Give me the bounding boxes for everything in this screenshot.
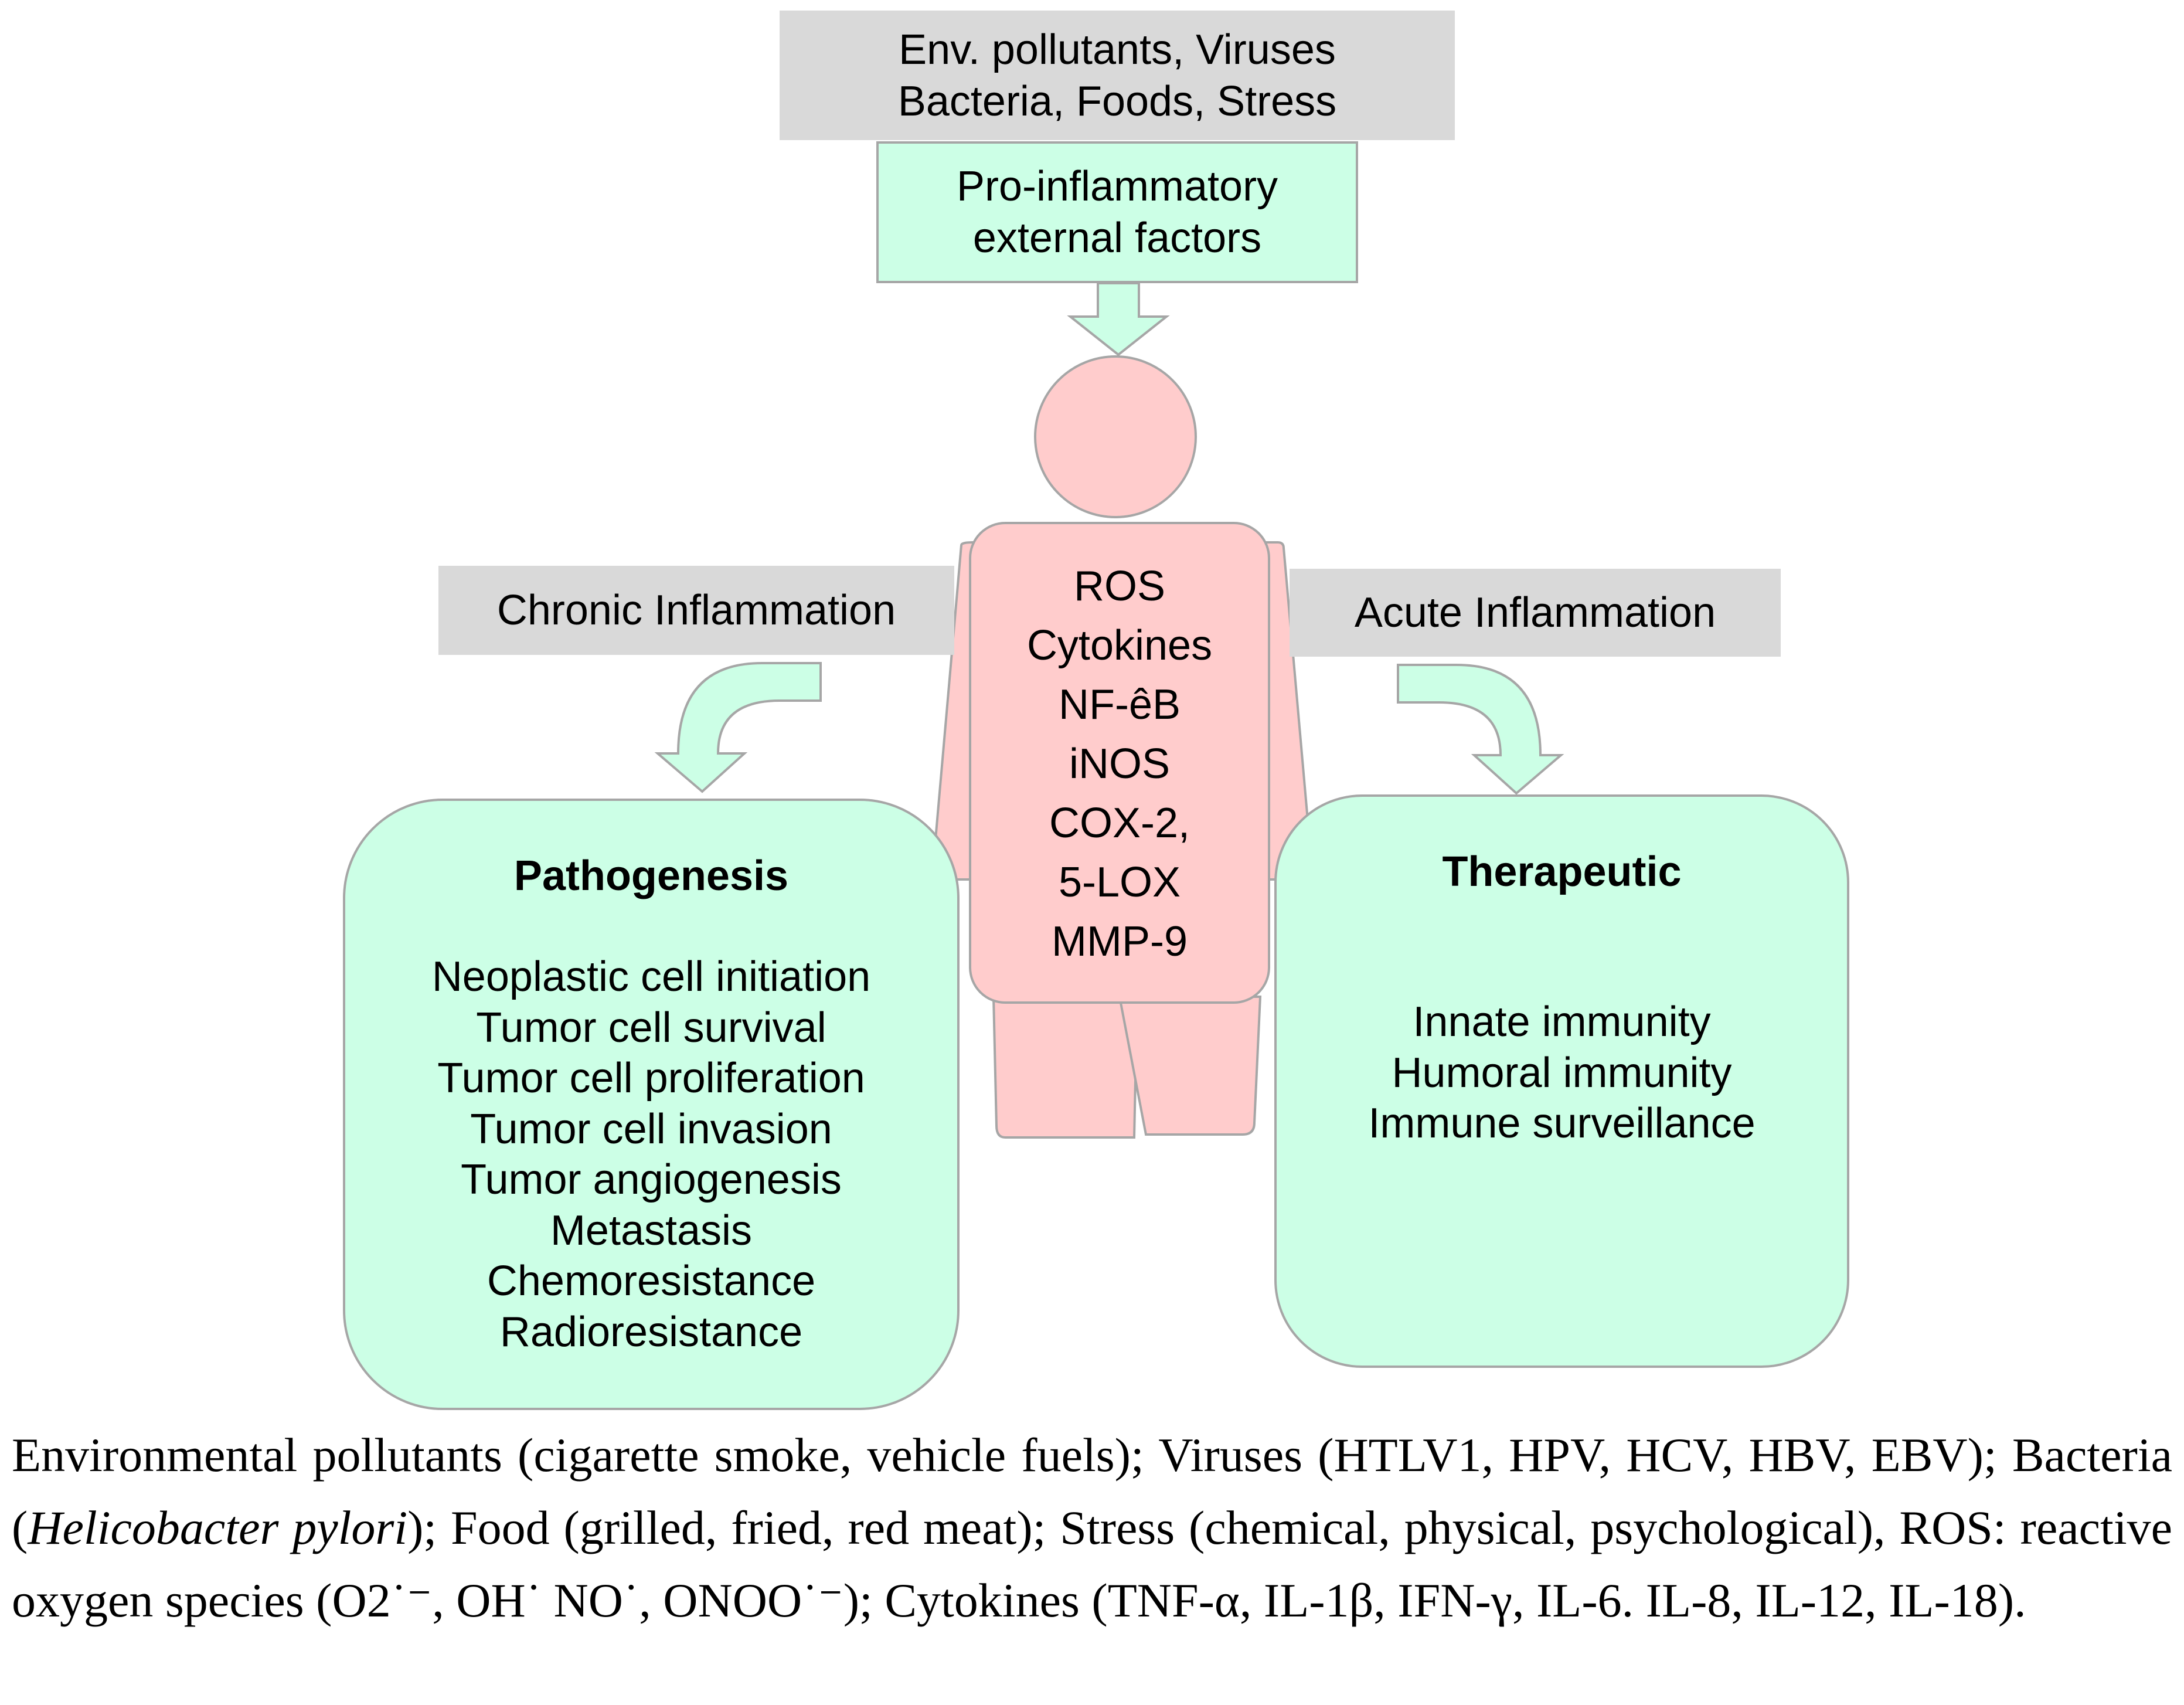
external-factors-line-2: Bacteria, Foods, Stress [897,77,1337,125]
pro-inflammatory-line-2: external factors [972,215,1262,261]
mediator-item: MMP-9 [1052,918,1188,965]
therapeutic-item: Immune surveillance [1368,1100,1756,1147]
pathogenesis-title: Pathogenesis [513,852,789,899]
pathogenesis-item: Radioresistance [499,1308,803,1356]
pathogenesis-item: Tumor angiogenesis [461,1156,842,1203]
caption-italic-species: Helicobacter pylori [28,1501,408,1554]
chronic-inflammation-text: Chronic Inflammation [496,587,896,634]
therapeutic-title: Therapeutic [1442,848,1682,895]
acute-inflammation-text: Acute Inflammation [1354,589,1716,636]
down-arrow-icon [1067,282,1170,356]
person-right-leg [1118,996,1262,1136]
therapeutic-list: Innate immunity Humoral immunity Immune … [1368,997,1755,1149]
acute-inflammation-label: Acute Inflammation [1290,569,1781,657]
caption-part-1: Environmental pollutants (cigarette smok… [12,1428,2172,1554]
therapeutic-item: Innate immunity [1413,998,1711,1045]
curved-arrow-left-icon [654,662,822,793]
pathogenesis-item: Tumor cell proliferation [437,1055,865,1102]
external-factors-line-1: Env. pollutants, Viruses [899,26,1336,73]
pro-inflammatory-box: Pro-inflammatory external factors [876,141,1358,283]
mediator-item: iNOS [1069,741,1171,787]
mediator-item: COX-2, [1049,800,1190,847]
curved-arrow-right-icon [1397,664,1564,795]
mediator-item: NF-êB [1058,681,1181,728]
pathogenesis-item: Neoplastic cell initiation [431,953,871,1000]
therapeutic-box: Therapeutic Innate immunity Humoral immu… [1274,794,1849,1368]
figure-caption: Environmental pollutants (cigarette smok… [12,1419,2172,1637]
pathogenesis-item: Chemoresistance [487,1258,816,1305]
pathogenesis-list: Neoplastic cell initiation Tumor cell su… [432,952,870,1357]
pro-inflammatory-line-1: Pro-inflammatory [956,163,1278,210]
chronic-inflammation-label: Chronic Inflammation [438,566,954,655]
person-head [1034,355,1197,518]
caption-part-2: ); Food (grilled, fried, red meat); Stre… [12,1501,2172,1627]
mediators-list: ROS Cytokines NF-êB iNOS COX-2, 5-LOX MM… [973,557,1266,972]
person-left-leg [992,996,1139,1139]
mediator-item: Cytokines [1026,622,1213,669]
pathogenesis-item: Tumor cell invasion [470,1105,832,1153]
pathogenesis-box: Pathogenesis Neoplastic cell initiation … [343,799,960,1410]
person-torso [969,522,1270,1004]
mediator-item: ROS [1073,563,1166,610]
external-factors-list-box: Env. pollutants, Viruses Bacteria, Foods… [780,11,1455,140]
mediator-item: 5-LOX [1058,859,1181,906]
pathogenesis-item: Metastasis [550,1207,753,1254]
therapeutic-item: Humoral immunity [1392,1049,1732,1096]
pathogenesis-item: Tumor cell survival [476,1004,826,1051]
